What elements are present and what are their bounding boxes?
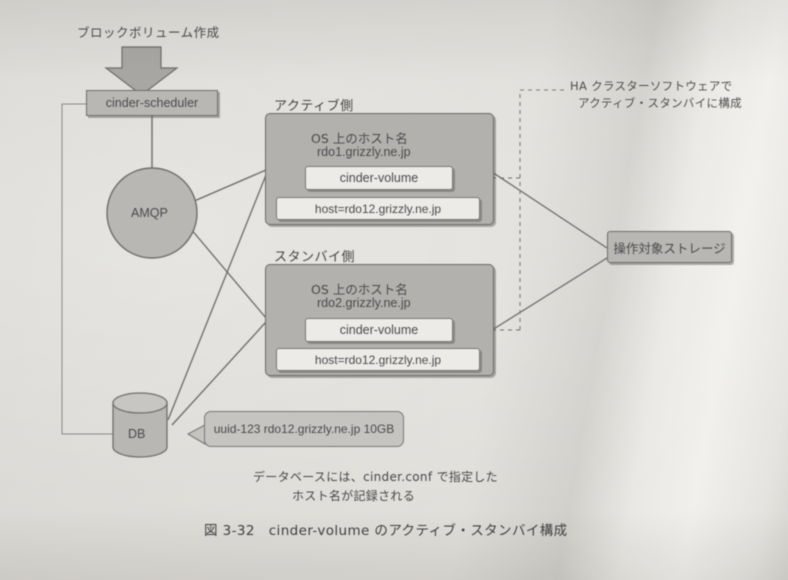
- db-cylinder-icon: [112, 392, 168, 458]
- create-volume-label: ブロックボリューム作成: [77, 25, 220, 40]
- db-record-callout-tail: [186, 424, 206, 445]
- node-cinder-scheduler[interactable]: cinder-scheduler: [86, 90, 218, 116]
- standby-side-label: スタンバイ側: [274, 250, 356, 265]
- line-scheduler-db: [61, 103, 128, 438]
- node-target-storage[interactable]: 操作対象ストレージ: [607, 231, 732, 263]
- standby-conf-host-label: host=rdo12.grizzly.ne.jp: [314, 352, 442, 367]
- standby-host-title: OS 上のホスト名: [311, 282, 408, 297]
- ha-note-line1: HA クラスターソフトウェアで: [570, 79, 733, 93]
- figure-caption: 図 3-32 cinder-volume のアクティブ・スタンバイ構成: [204, 523, 568, 539]
- ha-note-line2: アクティブ・スタンバイに構成: [578, 96, 742, 110]
- active-host-name: rdo1.grizzly.ne.jp: [317, 145, 411, 159]
- standby-cinder-volume-box[interactable]: cinder-volume: [305, 318, 453, 342]
- line-amqp-active: [184, 169, 267, 206]
- line-db-standby: [171, 321, 267, 426]
- db-label: DB: [128, 427, 146, 441]
- create-volume-arrow: [104, 46, 179, 96]
- line-standby-storage: [491, 257, 608, 331]
- active-host-title: OS 上のホスト名: [311, 131, 408, 146]
- target-storage-label: 操作対象ストレージ: [613, 240, 726, 256]
- amqp-label: AMQP: [131, 206, 168, 220]
- line-active-storage: [491, 171, 608, 249]
- db-record-callout: uuid-123 rdo12.grizzly.ne.jp 10GB: [204, 411, 404, 447]
- db-record-text: uuid-123 rdo12.grizzly.ne.jp 10GB: [213, 422, 395, 436]
- line-amqp-standby: [184, 221, 267, 319]
- line-db-active: [167, 174, 267, 421]
- active-cinder-volume-box[interactable]: cinder-volume: [305, 166, 453, 190]
- standby-host-name: rdo2.grizzly.ne.jp: [317, 296, 411, 310]
- active-side-label: アクティブ側: [274, 99, 354, 114]
- bottom-note-line1: データベースには、cinder.conf で指定した: [253, 470, 498, 484]
- ha-cluster-boundary-top: [519, 89, 565, 178]
- active-cinder-volume-label: cinder-volume: [339, 171, 419, 185]
- bottom-note-line2: ホスト名が記録される: [292, 489, 416, 503]
- standby-conf-host-box: host=rdo12.grizzly.ne.jp: [276, 348, 480, 371]
- standby-cinder-volume-label: cinder-volume: [339, 323, 419, 337]
- active-conf-host-label: host=rdo12.grizzly.ne.jp: [314, 201, 442, 216]
- cinder-scheduler-label: cinder-scheduler: [105, 96, 199, 110]
- amqp-circle-icon: [106, 167, 198, 259]
- active-conf-host-box: host=rdo12.grizzly.ne.jp: [276, 197, 480, 220]
